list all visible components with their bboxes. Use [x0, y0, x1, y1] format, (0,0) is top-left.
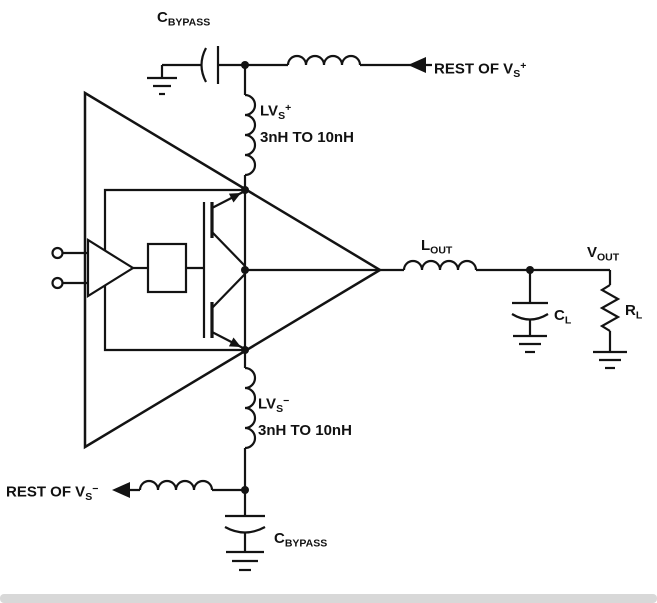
inductor-lvs-minus: [243, 350, 257, 490]
opamp-triangle: [83, 90, 383, 450]
label-text: C: [157, 9, 168, 26]
input-buffer-triangle: [86, 238, 148, 298]
junction-dot: [526, 266, 534, 274]
transistor-arrow-bottom-icon: [228, 337, 241, 347]
label-range: 3nH TO 10nH: [260, 129, 354, 146]
label-rest-vs-plus: REST OF VS+: [434, 56, 526, 85]
label-text: V: [587, 244, 598, 261]
label-sub: S: [276, 403, 284, 415]
label-rl: RL: [625, 300, 642, 327]
load-resistor: [593, 270, 627, 370]
junction-dot: [241, 486, 249, 494]
label-sub: OUT: [597, 251, 620, 264]
inductor-rest-vs-minus: [138, 479, 214, 491]
label-lvs-plus: LVS+ 3nH TO 10nH: [260, 98, 354, 148]
inductor-rest-vs-plus: [286, 54, 362, 66]
label-text: REST OF V: [434, 60, 514, 78]
label-range: 3nH TO 10nH: [258, 422, 352, 439]
bypass-capacitor-bottom: [224, 490, 266, 572]
load-capacitor: [511, 270, 549, 354]
ground-symbol: [513, 334, 547, 354]
input-terminals: [51, 246, 88, 290]
supply-rail-bottom: [112, 479, 245, 498]
transistor-arrow-top-icon: [228, 193, 241, 203]
label-line1: LVS−: [258, 391, 352, 420]
label-line1: LVS+: [260, 98, 354, 127]
arrow-left-icon: [112, 482, 130, 498]
supply-rail-top: [245, 54, 432, 73]
output-network: [402, 259, 610, 272]
label-sup: +: [285, 102, 292, 114]
label-vout: VOUT: [587, 242, 619, 269]
label-sup: −: [283, 395, 290, 407]
lead: [211, 273, 246, 309]
label-cl: CL: [554, 305, 571, 332]
bypass-capacitor-top: [147, 46, 245, 96]
ground-symbol: [226, 550, 264, 572]
capacitor-curved-plate: [511, 313, 549, 321]
ground-symbol: [593, 350, 627, 370]
junction-dot: [241, 186, 249, 194]
bias-stage-box: [146, 242, 204, 294]
bottom-edge-bar: [0, 594, 657, 603]
label-sup: +: [520, 60, 527, 72]
label-sub: OUT: [430, 244, 453, 257]
label-cbypass-top: CBYPASS: [157, 7, 210, 34]
label-sub: S: [513, 68, 521, 80]
arrow-left-icon: [408, 57, 426, 73]
label-sub: BYPASS: [284, 537, 328, 550]
junction-dot: [241, 61, 249, 69]
label-text: R: [625, 302, 636, 319]
label-text: REST OF V: [6, 483, 86, 501]
label-sup: −: [92, 483, 99, 495]
label-text: LV: [258, 395, 277, 413]
input-terminal-plus: [51, 246, 64, 260]
inductor-coil: [244, 366, 257, 450]
input-terminal-minus: [51, 276, 64, 290]
inductor-lvs-plus: [243, 65, 257, 190]
inductor-coil: [244, 93, 257, 177]
capacitor-curved-plate: [200, 47, 207, 83]
label-text: C: [274, 530, 285, 547]
label-sub: S: [85, 491, 93, 503]
junction-dot: [241, 266, 249, 274]
output-transistor-pair: [202, 190, 246, 350]
label-text: LV: [260, 102, 279, 120]
label-text: C: [554, 307, 565, 324]
label-lout: LOUT: [421, 235, 452, 262]
label-sub: L: [635, 309, 643, 322]
label-lvs-minus: LVS− 3nH TO 10nH: [258, 391, 352, 441]
label-cbypass-bottom: CBYPASS: [274, 528, 327, 555]
capacitor-curved-plate: [224, 526, 266, 534]
label-sub: BYPASS: [167, 16, 211, 29]
label-sub: S: [278, 110, 286, 122]
resistor-zigzag: [599, 284, 621, 332]
junction-dot: [241, 346, 249, 354]
inductor-lout: [402, 259, 478, 271]
label-text: L: [421, 237, 431, 254]
ground-symbol: [147, 76, 177, 96]
junction-dots: [241, 61, 534, 494]
label-sub: L: [564, 314, 572, 327]
lead: [211, 231, 246, 267]
label-rest-vs-minus: REST OF VS−: [6, 479, 98, 508]
